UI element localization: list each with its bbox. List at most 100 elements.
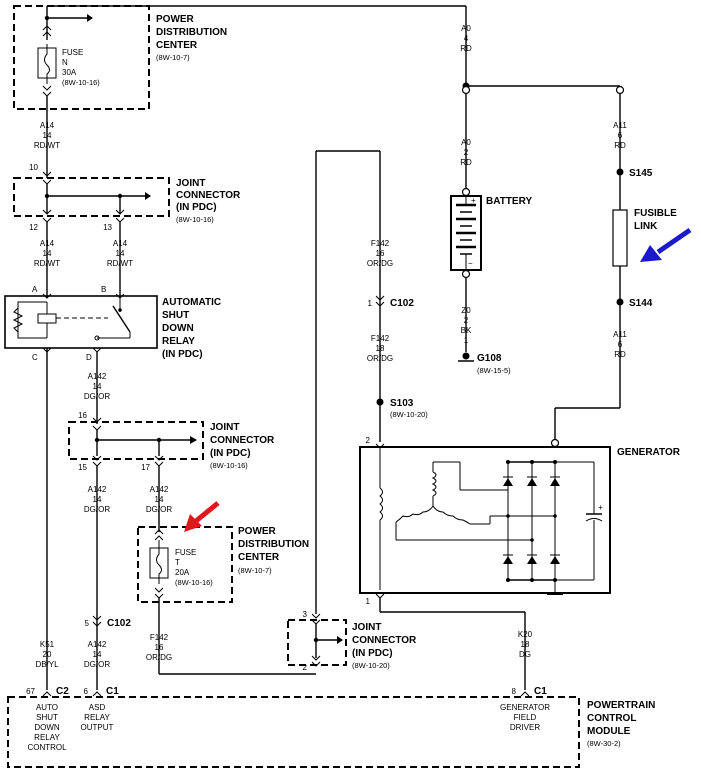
- svg-text:CONTROL: CONTROL: [27, 743, 67, 752]
- joint-connector-upper: 10 12 13 JOINT CONNECTOR (IN PDC) (8W-10…: [13, 163, 241, 232]
- svg-text:DRIVER: DRIVER: [510, 723, 540, 732]
- svg-text:18: 18: [376, 344, 385, 353]
- svg-text:3: 3: [303, 610, 308, 619]
- asd-title-4: RELAY: [162, 336, 195, 347]
- pdc-bottom: FUSE T 20A (8W-10-16) POWER DISTRIBUTION…: [137, 526, 309, 603]
- svg-text:14: 14: [43, 249, 52, 258]
- splice-s103: S103 (8W-10-20): [376, 398, 428, 419]
- generator-title: GENERATOR: [617, 447, 681, 458]
- svg-text:BK: BK: [461, 326, 472, 335]
- jc-middle-title-2: CONNECTOR: [210, 435, 275, 446]
- splice-s144: S144: [616, 298, 653, 309]
- svg-text:17: 17: [141, 463, 150, 472]
- svg-text:RELAY: RELAY: [34, 733, 60, 742]
- asd-title-3: DOWN: [162, 323, 194, 334]
- svg-text:6: 6: [618, 131, 623, 140]
- pdc-top-ref: (8W-10-7): [156, 53, 190, 62]
- svg-text:F142: F142: [150, 633, 169, 642]
- fuse-n-label: FUSE: [62, 48, 83, 57]
- relay-switch-icon: [112, 305, 131, 333]
- pcm-ref: (8W-30-2): [587, 739, 621, 748]
- svg-text:DB/YL: DB/YL: [35, 660, 59, 669]
- svg-text:ASD: ASD: [89, 703, 106, 712]
- jc-middle-ref: (8W-10-16): [210, 461, 248, 470]
- svg-text:S145: S145: [629, 168, 653, 179]
- svg-text:2: 2: [464, 316, 469, 325]
- svg-text:S103: S103: [390, 398, 414, 409]
- joint-connector-lower: 3 2 JOINT CONNECTOR (IN PDC) (8W-10-20): [287, 610, 417, 672]
- svg-text:OR/DG: OR/DG: [367, 259, 393, 268]
- pdc-top-title-2: DISTRIBUTION: [156, 27, 227, 38]
- fuse-n-amps: 30A: [62, 68, 77, 77]
- svg-text:2: 2: [366, 436, 371, 445]
- jc-lower-ref: (8W-10-20): [352, 661, 390, 670]
- jc-upper-ref: (8W-10-16): [176, 215, 214, 224]
- asd-relay: A B C D AUTOMATIC SHUT DOWN RELAY (IN PD…: [4, 285, 221, 362]
- svg-text:OUTPUT: OUTPUT: [81, 723, 114, 732]
- svg-text:(8W-15-5): (8W-15-5): [477, 366, 511, 375]
- jc-upper-title-3: (IN PDC): [176, 202, 217, 213]
- svg-text:16: 16: [155, 643, 164, 652]
- svg-text:67: 67: [26, 687, 35, 696]
- jc-upper-title-1: JOINT: [176, 178, 205, 189]
- pdc-top-title-1: POWER: [156, 14, 195, 25]
- jc-lower-title-1: JOINT: [352, 622, 381, 633]
- svg-text:DG/OR: DG/OR: [146, 505, 172, 514]
- wire-a0-batt-label: A0 2 RD: [460, 138, 472, 167]
- battery: + − BATTERY: [450, 187, 532, 279]
- svg-text:14: 14: [43, 131, 52, 140]
- svg-text:DG: DG: [519, 650, 531, 659]
- svg-text:A142: A142: [88, 372, 107, 381]
- svg-text:1: 1: [366, 597, 371, 606]
- stator-coil-1-icon: [431, 471, 437, 497]
- splice-s145: S145: [616, 168, 653, 179]
- pdc-bottom-title-2: DISTRIBUTION: [238, 539, 309, 550]
- battery-minus-icon: −: [468, 259, 473, 268]
- svg-text:OR/DG: OR/DG: [146, 653, 172, 662]
- red-arrow-icon: [184, 501, 220, 532]
- svg-text:RD: RD: [614, 141, 626, 150]
- fusible-link-icon: [612, 209, 628, 267]
- fuse-t-id: T: [175, 558, 180, 567]
- svg-text:8: 8: [512, 687, 517, 696]
- svg-text:RD/WT: RD/WT: [34, 141, 60, 150]
- svg-text:LINK: LINK: [634, 221, 658, 232]
- wire-a11-top-label: A11 6 RD: [613, 121, 627, 150]
- svg-text:10: 10: [29, 163, 38, 172]
- svg-text:14: 14: [93, 650, 102, 659]
- wire-a14-left-label: A14 14 RD/WT: [34, 239, 60, 268]
- svg-text:SHUT: SHUT: [36, 713, 58, 722]
- pdc-top-title-3: CENTER: [156, 40, 198, 51]
- svg-text:2: 2: [303, 663, 308, 672]
- svg-text:RD/WT: RD/WT: [107, 259, 133, 268]
- svg-text:6: 6: [84, 687, 89, 696]
- pdc-bottom-title-3: CENTER: [238, 552, 280, 563]
- ground-g108: G108 (8W-15-5): [458, 352, 511, 375]
- svg-text:GENERATOR: GENERATOR: [500, 703, 550, 712]
- fuse-t-ref: (8W-10-16): [175, 578, 213, 587]
- relay-coil-icon: [37, 313, 57, 324]
- svg-text:13: 13: [103, 223, 112, 232]
- pcm: 67 C2 6 C1 8 C1 AUTO SHUT DOWN RELAY CON…: [7, 686, 655, 768]
- svg-text:A11: A11: [613, 121, 627, 130]
- wire-a11-bottom-label: A11 6 RD: [613, 330, 627, 359]
- blue-arrow-icon: [640, 227, 692, 262]
- wire-f142-mid-label: F142 18 OR/DG: [367, 334, 393, 363]
- wire-k51-label: K51 20 DB/YL: [35, 640, 59, 669]
- svg-text:5: 5: [85, 619, 90, 628]
- svg-text:14: 14: [155, 495, 164, 504]
- svg-text:16: 16: [376, 249, 385, 258]
- resistor-icon: [12, 307, 24, 333]
- svg-text:C2: C2: [56, 686, 69, 697]
- wire-f142-bottom-label: F142 16 OR/DG: [146, 633, 172, 662]
- svg-text:A142: A142: [88, 640, 107, 649]
- svg-text:2: 2: [464, 148, 469, 157]
- svg-text:1: 1: [368, 299, 373, 308]
- svg-text:6: 6: [618, 340, 623, 349]
- wire-a142-upper-label: A142 14 DG/OR: [84, 372, 110, 401]
- pdc-bottom-ref: (8W-10-7): [238, 566, 272, 575]
- svg-text:DG/OR: DG/OR: [84, 505, 110, 514]
- svg-text:A14: A14: [40, 239, 55, 248]
- svg-text:RD: RD: [460, 158, 472, 167]
